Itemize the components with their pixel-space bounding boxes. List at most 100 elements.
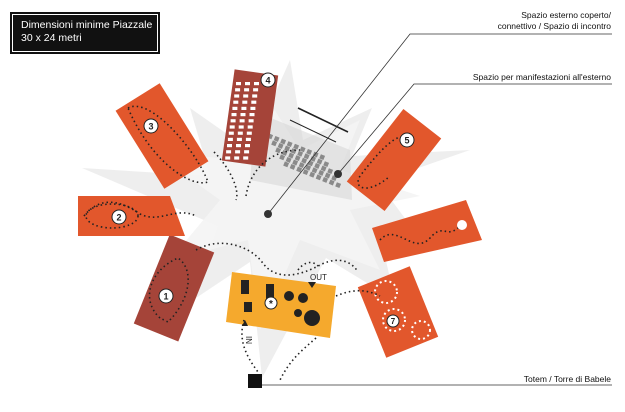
window-mark: [244, 88, 250, 92]
wing-7: 7: [357, 266, 439, 358]
seat-mark: [301, 157, 308, 164]
seat-mark: [306, 148, 313, 155]
seat-mark: [328, 179, 335, 186]
window-mark: [235, 150, 241, 154]
window-mark: [226, 150, 232, 154]
seat-mark: [311, 167, 318, 174]
seat-mark: [284, 145, 291, 152]
leader-dot: [334, 170, 342, 178]
wing-number: 4: [265, 76, 270, 86]
wing-2: 2: [78, 196, 197, 236]
window-mark: [254, 82, 259, 86]
totem-marker: [248, 374, 262, 388]
seat-mark: [320, 165, 327, 172]
seat-mark: [277, 142, 284, 149]
window-mark: [253, 88, 259, 92]
in-label: IN: [244, 336, 253, 344]
seat-mark: [324, 172, 331, 179]
wing-number: 3: [148, 122, 153, 132]
window-mark: [238, 125, 244, 129]
window-mark: [235, 88, 241, 92]
window-mark: [237, 131, 243, 135]
label-totem: Totem / Torre di Babele: [523, 374, 611, 384]
window-mark: [236, 137, 242, 141]
wing-number: 1: [163, 292, 168, 302]
window-mark: [240, 113, 246, 117]
window-mark: [236, 82, 241, 86]
seat-mark: [298, 162, 305, 169]
wing-white-dot: [457, 220, 467, 230]
seat-mark: [294, 155, 301, 162]
window-mark: [243, 156, 249, 160]
seat-mark: [302, 169, 309, 176]
window-mark: [234, 94, 240, 98]
in-arrow: [242, 320, 248, 326]
window-mark: [229, 125, 235, 129]
label-covered-line-2: connettivo / Spazio di incontro: [497, 21, 611, 31]
seat-mark: [314, 162, 321, 169]
seat-mark: [319, 154, 326, 161]
wing-number: 5: [404, 136, 409, 146]
out-arrow: [308, 282, 316, 288]
window-mark: [247, 125, 253, 129]
seat-mark: [318, 169, 325, 176]
seat-mark: [316, 158, 323, 165]
wing-number-badge: [399, 132, 415, 148]
window-mark: [244, 150, 250, 154]
wing-number-badge: [158, 288, 174, 304]
window-mark: [228, 131, 234, 135]
wing-3: 3: [115, 83, 210, 189]
window-mark: [232, 106, 238, 110]
wing-number-badge: [386, 314, 400, 328]
seat-mark: [323, 161, 330, 168]
wing-1: 1: [133, 234, 215, 342]
window-mark: [227, 137, 233, 141]
covered-edge-line-2: [289, 119, 337, 143]
plaza-star-overlay: [150, 90, 420, 330]
seat-mark: [299, 146, 306, 153]
wing-number-badge: [143, 118, 159, 134]
seat-mark: [283, 161, 290, 168]
star-marker: *: [269, 299, 273, 310]
seat-mark: [275, 147, 282, 154]
star-marker-badge: [264, 296, 278, 310]
leader-lines: [262, 33, 612, 386]
label-events-space: Spazio per manifestazioni all'esterno: [472, 72, 611, 82]
window-mark: [250, 106, 256, 110]
label-covered-line-1: Spazio esterno coperto/: [521, 10, 611, 20]
seat-mark: [285, 156, 292, 163]
title-box: Dimensioni minime Piazzale 30 x 24 metri: [10, 12, 160, 54]
seat-mark: [289, 163, 296, 170]
window-mark: [251, 100, 257, 104]
wing-4: 4: [221, 69, 279, 167]
seat-mark: [279, 154, 286, 161]
label-covered-space: Spazio esterno coperto/ connettivo / Spa…: [498, 10, 611, 32]
window-mark: [245, 144, 250, 148]
window-mark: [234, 156, 240, 160]
leader-dot: [264, 210, 272, 218]
wing-5: 5: [346, 108, 442, 212]
seat-mark: [305, 164, 312, 171]
window-mark: [243, 94, 249, 98]
out-label: OUT: [310, 273, 327, 282]
seat-mark: [296, 166, 303, 173]
window-mark: [231, 113, 237, 117]
seat-mark: [335, 182, 342, 189]
seat-mark: [280, 138, 287, 145]
seat-mark: [303, 153, 310, 160]
window-mark: [230, 119, 236, 123]
seat-mark: [286, 141, 293, 148]
window-mark: [248, 119, 254, 123]
wing-number: 7: [391, 317, 396, 326]
title-line-2: 30 x 24 metri: [21, 32, 82, 44]
seat-mark: [292, 159, 299, 166]
title-line-1: Dimensioni minime Piazzale: [21, 19, 153, 31]
seat-mark: [288, 152, 295, 159]
seat-mark: [309, 171, 316, 178]
window-mark: [242, 100, 248, 104]
window-mark: [239, 119, 245, 123]
seat-mark: [273, 135, 280, 142]
window-mark: [252, 94, 258, 98]
